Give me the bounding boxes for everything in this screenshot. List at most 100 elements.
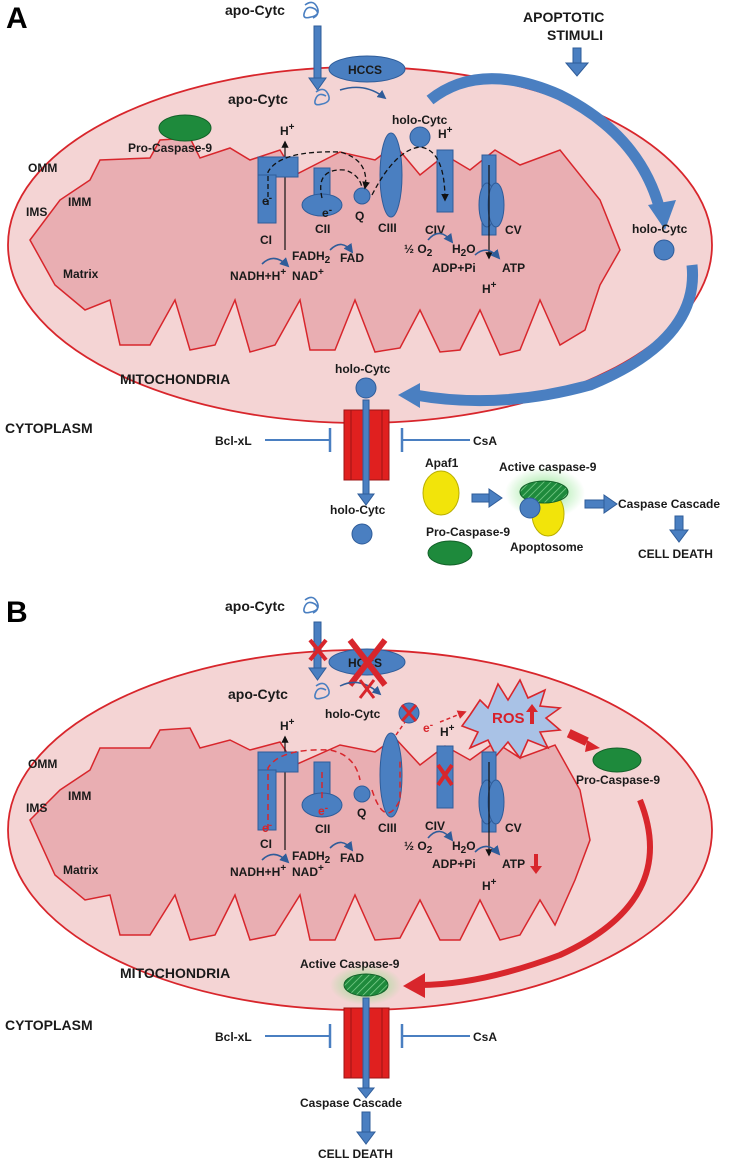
complex-iii-b xyxy=(379,732,403,818)
pro-caspase-9-out-label-a: Pro-Caspase-9 xyxy=(426,525,510,539)
bcl-xl-label-a: Bcl-xL xyxy=(215,434,252,448)
ims-label-b: IMS xyxy=(26,801,47,815)
apoptotic-stimuli-line1: APOPTOTIC xyxy=(523,9,604,25)
cii-label-a: CII xyxy=(315,222,330,236)
nadh-label-a: NADH+H+ xyxy=(230,267,286,283)
panel-b: B apo-Cytc HCCS apo-Cytc holo-Cytc xyxy=(5,596,713,1161)
hccs-arrow-b xyxy=(339,681,382,696)
holo-cytc-label-a: holo-Cytc xyxy=(392,113,448,127)
holo-cytc-bottom-a xyxy=(355,377,377,399)
pro-caspase-9-a xyxy=(158,114,212,142)
stimuli-arrow xyxy=(572,47,582,65)
h-plus-top-b: H+ xyxy=(280,717,295,733)
ciii-label-a: CIII xyxy=(378,221,397,235)
h-plus-civ-b: H+ xyxy=(440,723,455,739)
ubiquinone-b xyxy=(353,785,371,803)
atp-arrow-b xyxy=(474,845,501,856)
complex-iv-a xyxy=(436,149,454,213)
apo-cytc-top-label-b: apo-Cytc xyxy=(225,598,285,614)
cell-death-label-b: CELL DEATH xyxy=(318,1147,393,1161)
nad-label-a: NAD+ xyxy=(292,267,324,283)
holo-cytc-right-label-a: holo-Cytc xyxy=(632,222,688,236)
nad-label-b: NAD+ xyxy=(292,863,324,879)
blocked-cross-icon xyxy=(308,638,328,662)
atp-label-b: ATP xyxy=(502,857,525,871)
active-caspase-9-label-a: Active caspase-9 xyxy=(499,460,597,474)
assembly-arrow-a xyxy=(471,493,491,503)
imm-label-b: IMM xyxy=(68,789,91,803)
apo-cytc-inner-icon-b xyxy=(314,682,330,700)
holo-cytc-out-label-a: holo-Cytc xyxy=(330,503,386,517)
h2o-label-b: H2O xyxy=(452,839,476,856)
atp-decrease-arrow-icon xyxy=(530,854,542,874)
electron-path-cii-a xyxy=(320,169,363,199)
hccs-arrow-a xyxy=(339,86,387,100)
cytoplasm-label-a: CYTOPLASM xyxy=(5,420,93,436)
complex-ii-a xyxy=(301,167,343,217)
pro-caspase-9-out-a xyxy=(427,540,473,566)
fad-label-b: FAD xyxy=(340,851,364,865)
half-o2-label-b: ½ O2 xyxy=(404,839,433,856)
o2-arrow-b xyxy=(427,830,454,842)
civ-label-b: CIV xyxy=(425,819,445,833)
cytoplasm-label-b: CYTOPLASM xyxy=(5,1017,93,1033)
apo-cytc-inner-label-b: apo-Cytc xyxy=(228,686,288,702)
ros-burst: ROS xyxy=(460,678,563,760)
nadh-arrow-b xyxy=(261,853,290,864)
cii-label-b: CII xyxy=(315,822,330,836)
panel-a-letter: A xyxy=(6,2,28,35)
complex-iii-a xyxy=(379,132,403,218)
holo-cytc-protein-a xyxy=(409,126,431,148)
panel-b-letter: B xyxy=(6,596,28,629)
apaf1-protein-a xyxy=(422,470,460,516)
electron-path-ci-b xyxy=(267,749,361,830)
active-caspase-9-b xyxy=(330,965,402,1005)
half-o2-label-a: ½ O2 xyxy=(404,242,433,259)
omm-label-b: OMM xyxy=(28,757,57,771)
csa-label-a: CsA xyxy=(473,434,497,448)
q-label-a: Q xyxy=(355,209,364,223)
conversion-cross-icon xyxy=(358,679,376,699)
nadh-arrow-a xyxy=(261,257,290,268)
electron-leak-b: e- xyxy=(423,720,433,735)
apo-cytc-protein-icon-b xyxy=(303,596,319,614)
holo-cytc-right-a xyxy=(653,239,675,261)
inner-membrane-a xyxy=(29,137,621,356)
cascade-arrow-a xyxy=(584,499,606,509)
h2o-label-a: H2O xyxy=(452,242,476,259)
atp-arrow-a xyxy=(474,249,501,260)
cv-label-b: CV xyxy=(505,821,522,835)
holo-cytc-bottom-label-a: holo-Cytc xyxy=(335,362,391,376)
apoptosome-label-a: Apoptosome xyxy=(510,540,584,554)
csa-label-b: CsA xyxy=(473,1030,497,1044)
apo-cytc-inner-icon xyxy=(314,88,330,106)
release-curve-arrow xyxy=(426,73,666,212)
import-arrow-a xyxy=(313,25,322,79)
hccs-label: HCCS xyxy=(348,63,382,77)
q-label-b: Q xyxy=(357,806,366,820)
caspase-cascade-label-b: Caspase Cascade xyxy=(300,1096,402,1110)
electron-leak-arrow xyxy=(439,710,467,723)
fadh2-arrow-b xyxy=(329,840,354,852)
apo-cytc-protein-icon xyxy=(303,1,319,19)
electron-path-civ-a xyxy=(371,146,449,202)
hccs-enzyme xyxy=(328,55,406,83)
pro-caspase-9-label-b: Pro-Caspase-9 xyxy=(576,773,660,787)
o2-arrow-a xyxy=(427,232,454,244)
nadh-label-b: NADH+H+ xyxy=(230,863,286,879)
ros-to-caspase-arrow xyxy=(566,729,600,752)
ros-label: ROS xyxy=(492,710,525,727)
ubiquinone-a xyxy=(353,187,371,205)
complex-iv-cross-icon xyxy=(436,763,454,787)
ci-label-b: CI xyxy=(260,837,272,851)
fadh2-label-b: FADH2 xyxy=(292,849,331,866)
apaf1-label-a: Apaf1 xyxy=(425,456,459,470)
apoptosome-complex-a xyxy=(505,467,585,537)
h-plus-cv-b: H+ xyxy=(482,877,497,893)
apo-cytc-inner-label: apo-Cytc xyxy=(228,91,288,107)
ci-label-a: CI xyxy=(260,233,272,247)
hccs-deficient-cross-icon xyxy=(347,638,388,687)
caspase-cascade-label-a: Caspase Cascade xyxy=(618,497,720,511)
pro-caspase-9-label-a: Pro-Caspase-9 xyxy=(128,141,212,155)
